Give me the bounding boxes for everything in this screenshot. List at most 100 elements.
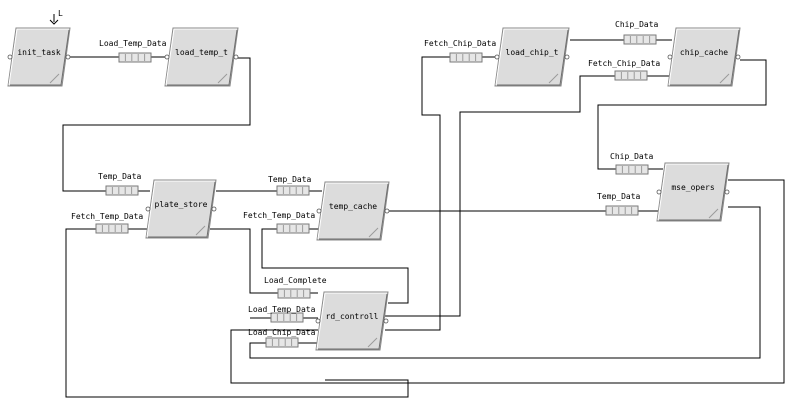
fifo-buffer — [623, 34, 657, 45]
output-port-icon — [65, 54, 71, 60]
task-bevel-dark — [670, 29, 740, 86]
task-bevel-light — [668, 28, 739, 86]
channel-c12[interactable]: Chip_Data — [610, 152, 654, 175]
input-port-icon — [316, 208, 322, 214]
wire-c14 — [230, 179, 785, 384]
start-arrow-icon — [49, 14, 59, 25]
task-label: rd_controll — [326, 312, 379, 321]
channel-c10[interactable]: Chip_Data — [615, 20, 659, 45]
fifo-buffer — [118, 52, 152, 63]
wire-c8 — [249, 206, 761, 359]
task-label: chip_cache — [680, 48, 728, 57]
channel-label: Chip_Data — [615, 20, 659, 29]
channel-label: Load_Temp_Data — [248, 305, 316, 314]
resize-grip-icon — [217, 73, 228, 84]
channel-c4[interactable]: Temp_Data — [268, 175, 312, 196]
task-bevel-dark — [167, 29, 238, 86]
channel-label: Load_Temp_Data — [99, 39, 167, 48]
task-shape — [164, 27, 239, 87]
task-shape — [7, 27, 71, 87]
channel-buffers: Load_Temp_DataTemp_DataFetch_Temp_DataTe… — [71, 20, 660, 348]
channel-label: Chip_Data — [610, 152, 654, 161]
channel-c8[interactable]: Load_Chip_Data — [248, 328, 316, 348]
input-port-icon — [656, 189, 662, 195]
channel-c9[interactable]: Fetch_Chip_Data — [424, 39, 496, 63]
input-port-icon — [315, 318, 321, 324]
task-shape — [316, 181, 390, 241]
channel-label: Temp_Data — [98, 172, 142, 181]
wire-c12 — [597, 59, 767, 170]
output-port-icon — [233, 54, 239, 60]
channel-c3[interactable]: Fetch_Temp_Data — [71, 212, 143, 234]
channel-label: Fetch_Chip_Data — [588, 59, 660, 68]
channel-label: Fetch_Chip_Data — [424, 39, 496, 48]
channel-c11[interactable]: Fetch_Chip_Data — [588, 59, 660, 81]
input-port-icon — [164, 54, 170, 60]
task-node-tplstore[interactable]: plate_store — [145, 179, 217, 239]
channel-c7[interactable]: Load_Temp_Data — [248, 305, 316, 323]
channel-label: Temp_Data — [597, 192, 641, 201]
wire-c11 — [385, 75, 672, 317]
fifo-buffer — [277, 288, 311, 299]
channel-label: Fetch_Temp_Data — [71, 212, 143, 221]
fifo-buffer — [449, 52, 483, 63]
task-bevel-light — [316, 292, 387, 350]
task-bevel-dark — [318, 293, 388, 350]
fifo-buffer — [605, 205, 639, 216]
task-node-loadtemp[interactable]: load_temp_t — [164, 27, 239, 87]
task-node-loadchip[interactable]: load_chip_t — [494, 27, 570, 87]
channel-label: Fetch_Temp_Data — [243, 211, 315, 220]
task-label: plate_store — [155, 200, 208, 209]
fifo-buffer — [615, 164, 649, 175]
resize-grip-icon — [368, 227, 379, 238]
channel-c2[interactable]: Temp_Data — [98, 172, 142, 196]
resize-grip-icon — [195, 225, 206, 236]
channel-c13[interactable]: Temp_Data — [597, 192, 641, 216]
output-port-icon — [211, 206, 217, 212]
output-port-icon — [724, 189, 730, 195]
fifo-buffer — [265, 337, 299, 348]
start-marker-label: L — [58, 9, 63, 18]
task-label: load_temp_t — [175, 48, 228, 57]
task-nodes: init_task load_temp_t plate_store temp_cach… — [7, 27, 741, 351]
resize-grip-icon — [49, 73, 60, 84]
channel-c6[interactable]: Load_Complete — [264, 276, 327, 299]
channel-label: Load_Complete — [264, 276, 327, 285]
task-node-mseopers[interactable]: mse_opers — [656, 162, 730, 222]
fifo-buffer — [105, 185, 139, 196]
resize-grip-icon — [367, 337, 378, 348]
channel-label: Temp_Data — [268, 175, 312, 184]
task-bevel-dark — [659, 164, 729, 221]
channel-c1[interactable]: Load_Temp_Data — [99, 39, 167, 63]
start-marker: L — [49, 9, 63, 25]
task-label: load_chip_t — [506, 48, 559, 57]
output-port-icon — [383, 318, 389, 324]
task-bevel-dark — [10, 29, 70, 86]
input-port-icon — [494, 54, 500, 60]
task-shape — [656, 162, 730, 222]
task-bevel-dark — [148, 181, 216, 238]
task-shape — [145, 179, 217, 239]
task-node-init[interactable]: init_task — [7, 27, 71, 87]
task-bevel-dark — [319, 183, 389, 240]
task-bevel-light — [495, 28, 568, 86]
fifo-buffer — [270, 312, 304, 323]
task-node-ctrl[interactable]: rd_controll — [315, 291, 389, 351]
output-port-icon — [564, 54, 570, 60]
wire-c3 — [65, 228, 409, 398]
task-bevel-light — [657, 163, 728, 221]
wire-c9 — [385, 56, 500, 331]
task-node-chipcache[interactable]: chip_cache — [667, 27, 741, 87]
resize-grip-icon — [719, 73, 730, 84]
task-bevel-light — [146, 180, 215, 238]
fifo-buffer — [276, 185, 310, 196]
task-bevel-light — [8, 28, 69, 86]
input-port-icon — [667, 54, 673, 60]
wire-c2 — [62, 57, 251, 192]
input-port-icon — [7, 54, 13, 60]
task-shape — [667, 27, 741, 87]
task-node-tempcache[interactable]: temp_cache — [316, 181, 390, 241]
channel-c5[interactable]: Fetch_Temp_Data — [243, 211, 315, 234]
task-bevel-light — [317, 182, 388, 240]
